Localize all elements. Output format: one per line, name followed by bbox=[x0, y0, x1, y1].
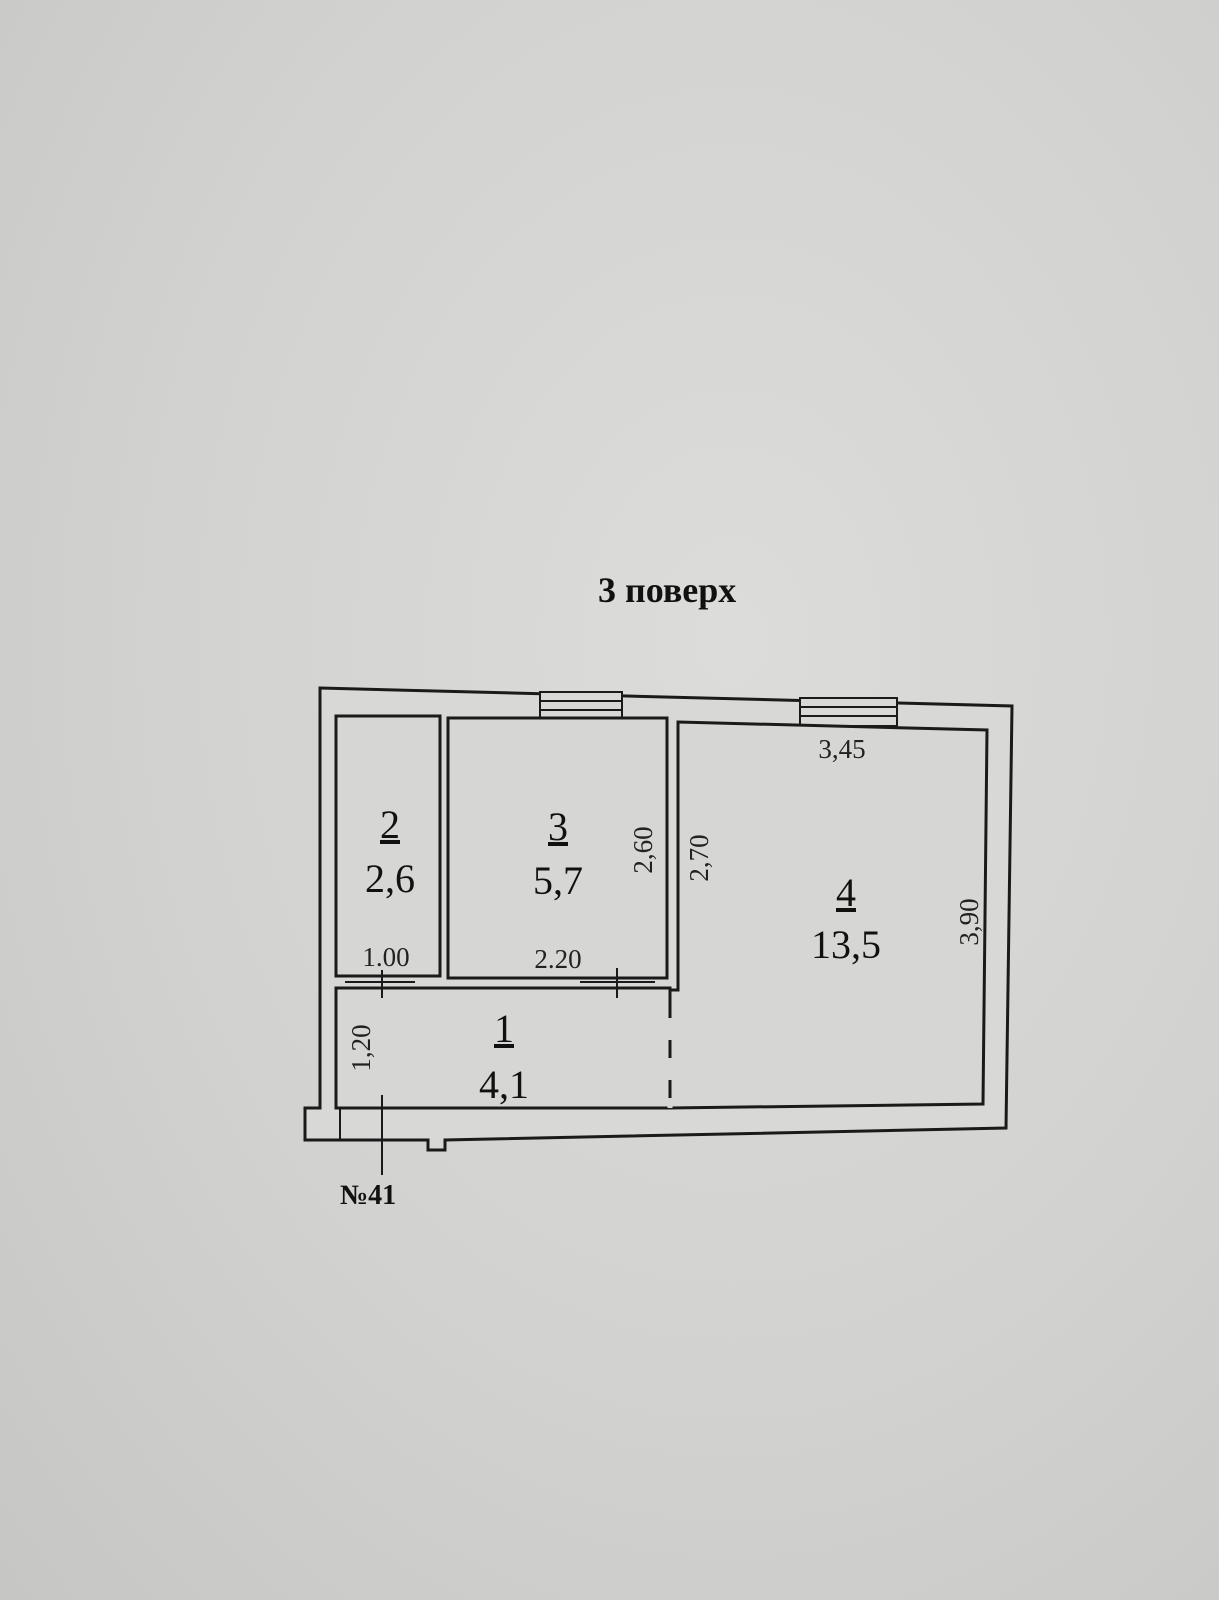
room-area: 2,6 bbox=[365, 856, 415, 901]
dim-room4-width: 3,45 bbox=[818, 734, 865, 764]
dim-room4-height: 3,90 bbox=[954, 898, 984, 945]
room-2-label: 2 2,6 bbox=[365, 802, 415, 901]
room-number: 2 bbox=[380, 802, 400, 847]
dim-room1-height: 1,20 bbox=[346, 1024, 376, 1071]
room-area: 4,1 bbox=[479, 1062, 529, 1107]
room-2 bbox=[334, 714, 442, 978]
room-3 bbox=[446, 716, 669, 980]
room-1-label: 1 4,1 bbox=[479, 1006, 529, 1107]
room-number: 4 bbox=[836, 870, 856, 915]
doors bbox=[339, 968, 655, 1175]
room-4-label: 4 13,5 bbox=[811, 870, 881, 967]
floor-title: 3 поверх bbox=[598, 570, 736, 610]
room-area: 5,7 bbox=[533, 858, 583, 903]
dim-room4-left-height: 2,70 bbox=[684, 834, 714, 881]
window-right bbox=[799, 697, 898, 727]
room-3-label: 3 5,7 bbox=[533, 804, 583, 903]
room-area: 13,5 bbox=[811, 922, 881, 967]
room-number: 3 bbox=[548, 804, 568, 849]
window-left bbox=[539, 691, 623, 721]
room-1 bbox=[334, 986, 672, 1110]
room-4 bbox=[668, 720, 989, 1110]
apartment-number: №41 bbox=[340, 1180, 396, 1211]
dim-room3-width: 2.20 bbox=[534, 944, 581, 974]
dim-room3-height: 2,60 bbox=[628, 826, 658, 873]
room-number: 1 bbox=[494, 1006, 514, 1051]
dim-room2-width: 1.00 bbox=[362, 942, 409, 972]
